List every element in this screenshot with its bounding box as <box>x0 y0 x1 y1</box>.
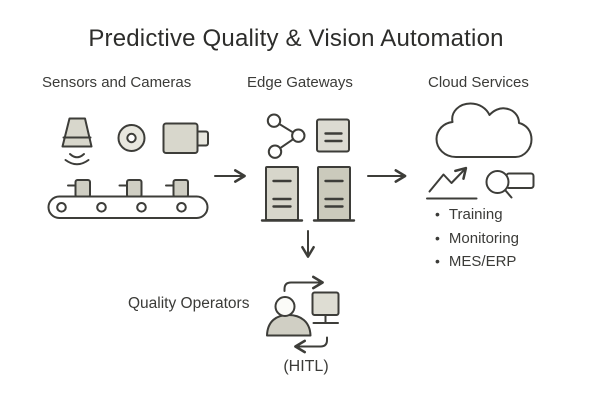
bullet-icon: • <box>435 206 440 222</box>
server-tower-right-icon <box>312 166 356 222</box>
loop-arrows-icon <box>283 275 328 354</box>
list-item: • Monitoring <box>435 227 519 251</box>
server-tower-left-icon <box>260 166 304 222</box>
page-title: Predictive Quality & Vision Automation <box>88 25 504 52</box>
trend-chart-icon <box>426 166 478 200</box>
section-label-quality-operators: Quality Operators <box>128 295 250 312</box>
cloud-icon <box>435 102 533 158</box>
box-camera-icon <box>162 122 209 154</box>
conveyor-belt-icon <box>47 179 209 219</box>
proximity-sensor-icon <box>61 117 93 166</box>
hitl-label: (HITL) <box>283 358 329 375</box>
gateway-box-icon <box>316 118 350 153</box>
list-item-label: Monitoring <box>448 229 519 247</box>
section-label-cloud-services: Cloud Services <box>428 74 529 91</box>
list-item: • MES/ERP <box>435 250 519 274</box>
bullet-icon: • <box>435 229 440 246</box>
monitor-icon <box>311 291 340 324</box>
search-query-icon <box>485 170 535 199</box>
section-label-sensors: Sensors and Cameras <box>42 74 192 91</box>
list-item-label: Training <box>448 206 503 223</box>
cloud-services-list: • Training • Monitoring • MES/ERP <box>435 203 519 274</box>
list-item: • Training <box>435 203 519 227</box>
camera-lens-icon <box>117 124 146 152</box>
network-nodes-icon <box>266 113 306 159</box>
list-item-label: MES/ERP <box>448 253 517 270</box>
section-label-edge-gateways: Edge Gateways <box>247 74 353 91</box>
bullet-icon: • <box>435 253 440 269</box>
person-icon <box>266 296 312 337</box>
